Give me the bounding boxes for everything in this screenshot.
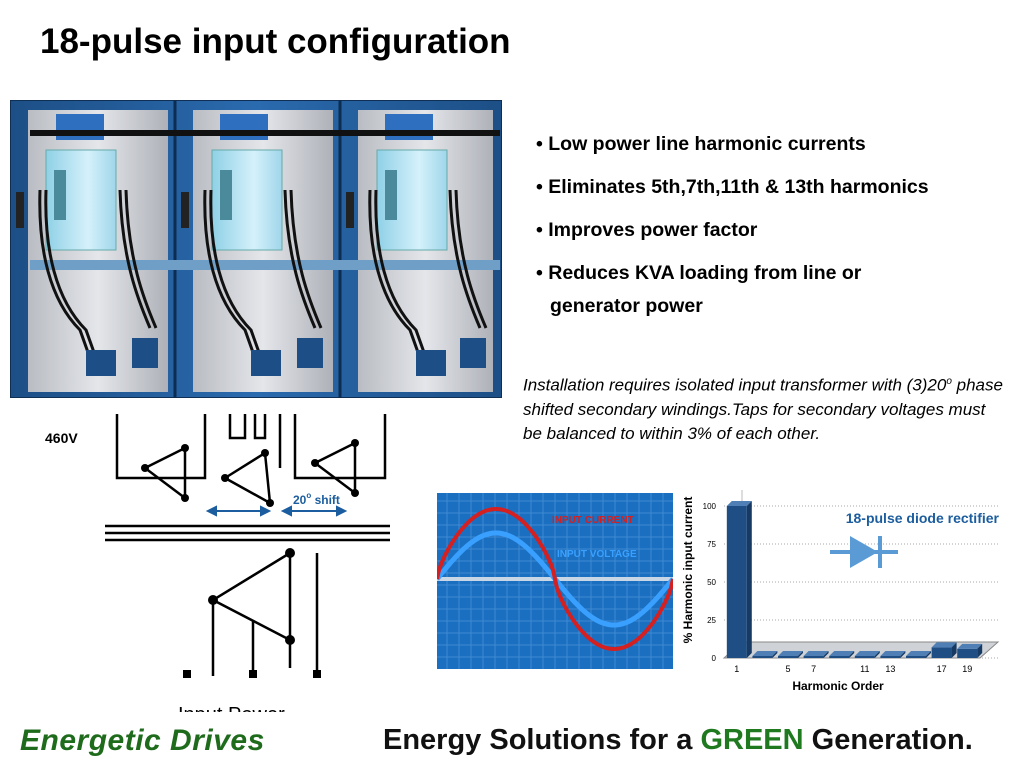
- chart-x-tick: 7: [811, 664, 816, 674]
- chart-bar: [726, 501, 752, 658]
- chart-bar: [803, 651, 829, 658]
- chart-x-tick: 11: [860, 664, 869, 674]
- chart-y-tick: 25: [707, 616, 716, 625]
- chart-y-tick: 100: [703, 502, 717, 511]
- chart-bar: [880, 651, 906, 658]
- footer-bar: [0, 712, 1024, 768]
- bullet-item: • Eliminates 5th,7th,11th & 13th harmoni…: [536, 176, 929, 198]
- chart-bar: [957, 643, 983, 658]
- chart-y-tick: 75: [707, 540, 716, 549]
- transformer-schematic: 20o shift: [105, 414, 390, 678]
- waveform-plot: INPUT CURRENT INPUT VOLTAGE: [437, 493, 673, 669]
- harmonic-chart: 0 25 50 75 100 1 5 7 11 13 17 19 % Harmonic input …: [681, 490, 1000, 693]
- bullet-item: • Improves power factor: [536, 219, 758, 241]
- page-title: 18-pulse input configuration: [40, 22, 511, 61]
- chart-bar: [931, 642, 957, 658]
- drive-cabinet-image: [10, 100, 502, 398]
- chart-y-label: % Harmonic input current: [681, 497, 695, 644]
- current-wave: [437, 507, 673, 651]
- diode-icon: [830, 536, 898, 568]
- chart-x-tick: 19: [962, 664, 972, 674]
- shift-label: 20o shift: [293, 491, 340, 507]
- chart-x-tick: 17: [937, 664, 947, 674]
- chart-x-tick: 13: [885, 664, 895, 674]
- bullet-item: • Low power line harmonic currents: [536, 133, 866, 155]
- chart-title: 18-pulse diode rectifier: [846, 510, 1000, 526]
- installation-note: Installation requires isolated input tra…: [523, 375, 1003, 443]
- tagline: Energy Solutions for a GREEN Generation.: [383, 724, 973, 756]
- chart-bar: [752, 651, 778, 658]
- chart-y-tick: 0: [712, 654, 717, 663]
- chart-x-tick: 1: [734, 664, 739, 674]
- chart-y-tick: 50: [707, 578, 716, 587]
- chart-bar: [854, 651, 880, 658]
- feature-list: • Low power line harmonic currents • Eli…: [536, 132, 1016, 337]
- voltage-label: INPUT VOLTAGE: [557, 549, 637, 560]
- chart-bar: [906, 651, 931, 658]
- chart-bar: [778, 651, 803, 658]
- brand-logo: Energetic Drives: [20, 724, 265, 757]
- current-label: INPUT CURRENT: [552, 515, 634, 526]
- chart-x-tick: 5: [785, 664, 790, 674]
- voltage-label: 460V: [45, 430, 78, 446]
- chart-bar: [829, 651, 855, 658]
- chart-x-label: Harmonic Order: [792, 679, 884, 693]
